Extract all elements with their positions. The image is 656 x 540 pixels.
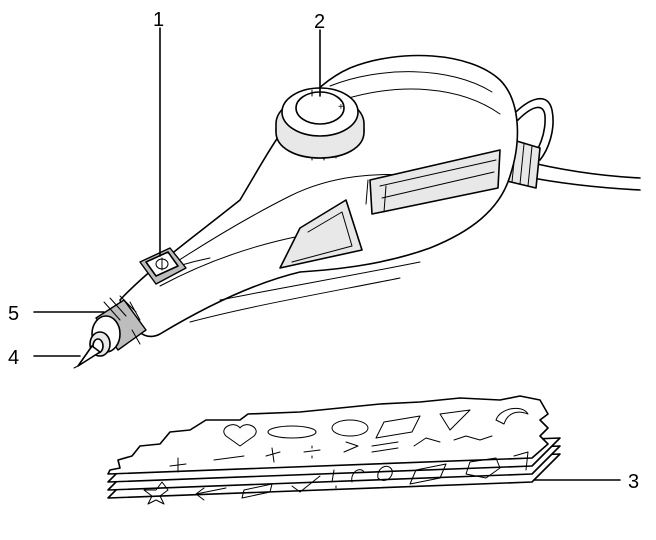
knob-plus-mark: +	[338, 102, 344, 113]
stencil-stack	[107, 395, 561, 505]
tip-collet	[89, 295, 147, 357]
callout-4: 4	[8, 347, 19, 369]
engraving-tip	[73, 345, 101, 369]
callout-3: 3	[628, 471, 639, 493]
callout-2: 2	[314, 11, 325, 33]
callout-1: 1	[153, 9, 164, 31]
leader-lines	[33, 27, 621, 481]
stroke-adjustment-knob: +	[275, 87, 365, 161]
callout-5: 5	[8, 303, 19, 325]
engraver-housing	[119, 54, 519, 338]
